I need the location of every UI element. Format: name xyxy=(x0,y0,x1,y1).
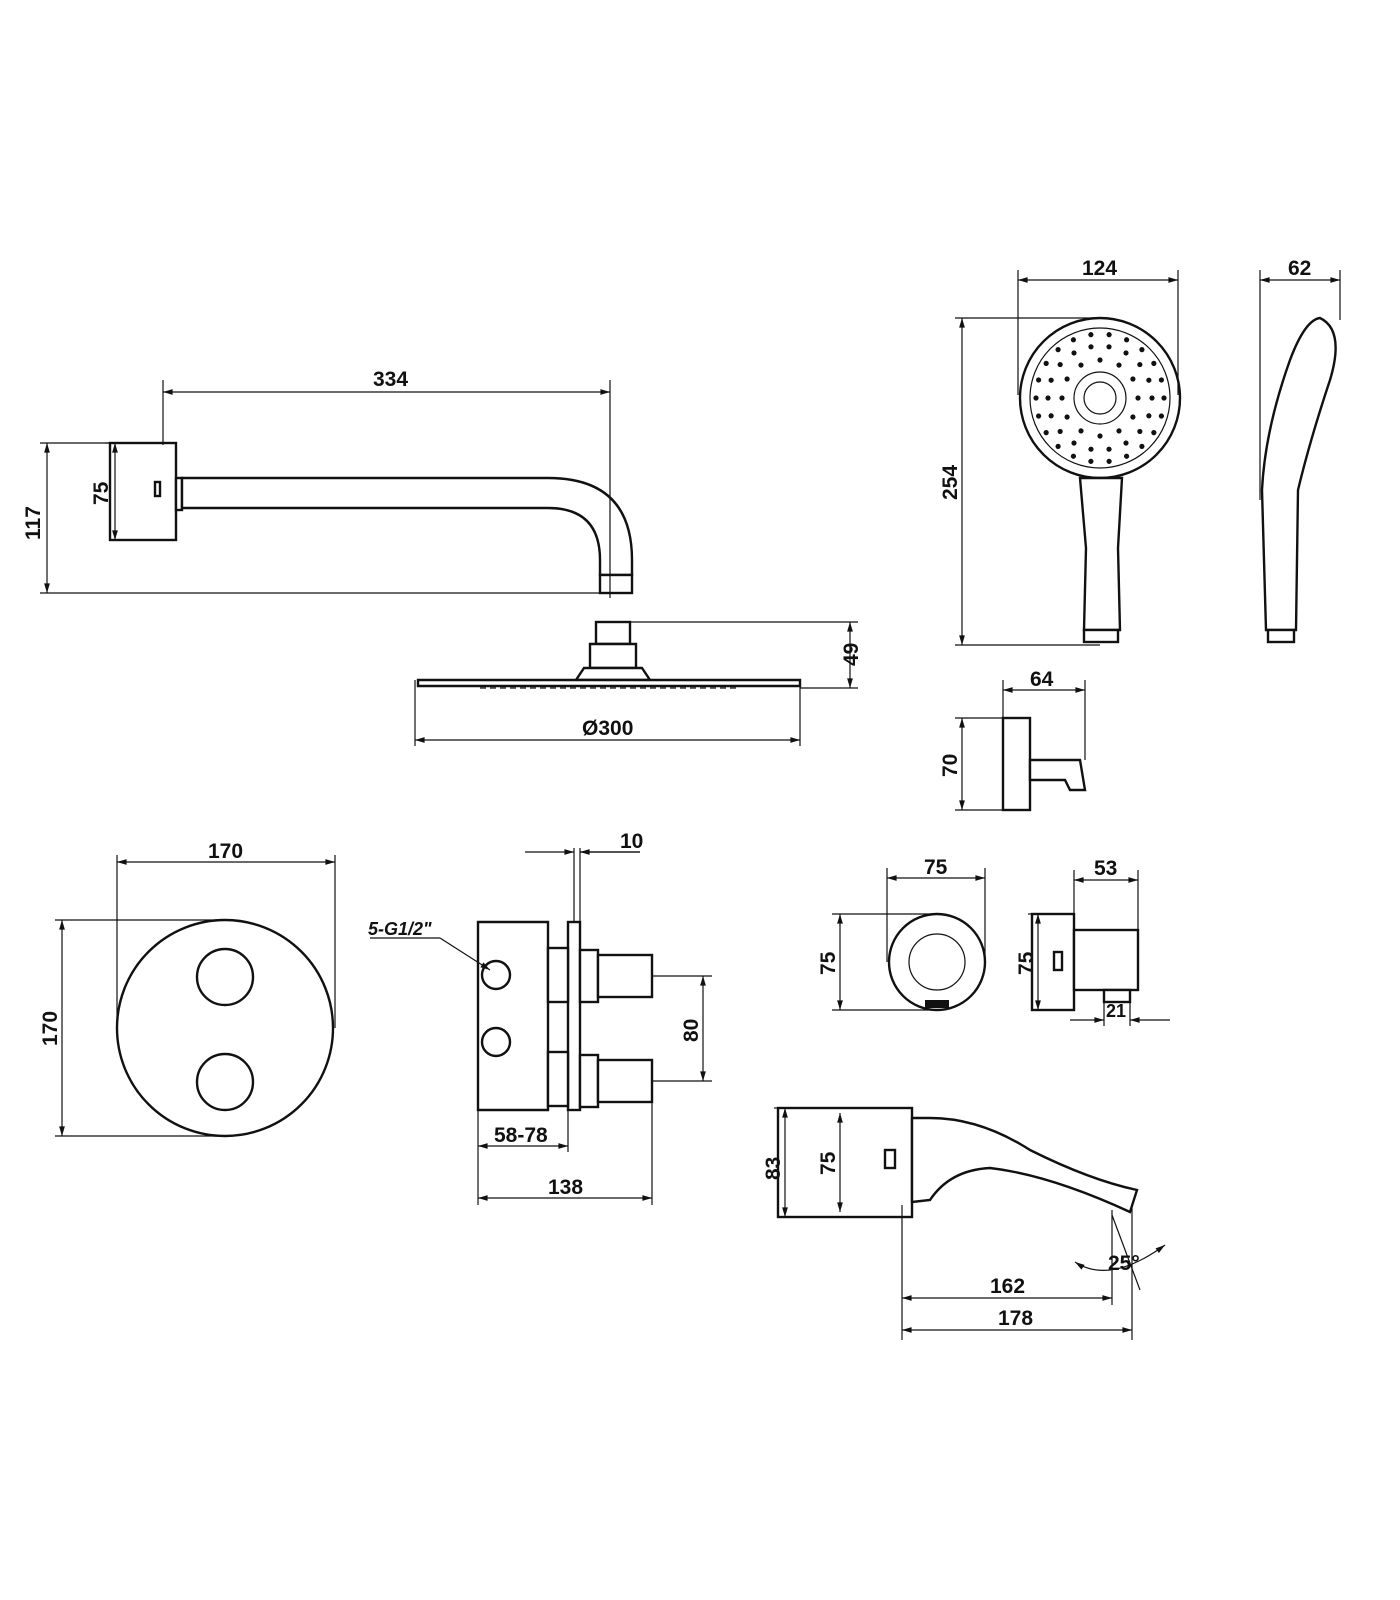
holder-view: 70 64 xyxy=(939,668,1087,812)
nozzle-dot xyxy=(1055,347,1061,353)
nozzle-dot xyxy=(1078,362,1084,368)
valve-body-view: 10 5-G1/2" 80 58-78 138 xyxy=(368,830,712,1205)
nozzle-dot xyxy=(1106,446,1112,452)
nozzle-dot xyxy=(1137,361,1143,368)
nozzle-dot xyxy=(1106,332,1112,338)
arm-tube xyxy=(180,476,634,577)
nozzle-dot xyxy=(1161,395,1167,401)
nozzle-dot xyxy=(1035,413,1042,419)
dim-hand-shower-width: 124 xyxy=(1082,257,1117,280)
nozzle-dot xyxy=(1123,350,1129,356)
nozzle-dot xyxy=(1146,413,1152,419)
nozzle-dot xyxy=(1149,395,1155,401)
nozzle-dot xyxy=(1048,377,1054,383)
nozzle-dot xyxy=(1151,430,1157,436)
dim-holder-width: 64 xyxy=(1030,668,1054,691)
label-connections: 5-G1/2" xyxy=(368,919,432,939)
nozzle-dot xyxy=(1139,347,1145,353)
dim-valve-total-depth: 138 xyxy=(548,1176,583,1199)
hand-shower-front-view: 124 254 xyxy=(939,257,1182,646)
dim-spout-flange-height: 75 xyxy=(817,1151,840,1175)
shower-arm-view: 334 75 117 xyxy=(22,368,634,598)
wall-flange xyxy=(108,441,178,542)
nozzle-dot xyxy=(1055,443,1061,449)
nozzle-dot xyxy=(1123,453,1130,459)
dim-head-diameter: Ø300 xyxy=(582,717,633,740)
nozzle-dot xyxy=(1070,337,1077,343)
dim-head-height: 49 xyxy=(840,643,863,666)
nozzle-dot xyxy=(1071,440,1077,446)
nozzle-dot xyxy=(1116,362,1122,368)
wall-elbow-side-view: 53 75 21 xyxy=(1015,857,1170,1026)
dim-hand-shower-length: 254 xyxy=(939,465,962,500)
nozzle-dot xyxy=(1097,433,1103,439)
shower-head-view: 49 Ø300 xyxy=(414,620,863,746)
nozzle-dot xyxy=(1088,332,1094,338)
nozzle-dot xyxy=(1059,395,1065,401)
dim-holder-height: 70 xyxy=(939,754,962,777)
bath-spout-view: 83 75 162 178 25° xyxy=(762,1106,1166,1340)
nozzle-dot xyxy=(1135,395,1141,401)
dim-outlet-spacing: 80 xyxy=(680,1019,703,1042)
nozzle-dot xyxy=(1130,376,1136,382)
nozzle-dot xyxy=(1033,395,1039,401)
nozzle-dot xyxy=(1097,357,1103,363)
dim-elbow-outlet: 21 xyxy=(1106,1001,1126,1021)
nozzle-dot xyxy=(1043,430,1049,436)
dim-arm-total-height: 117 xyxy=(22,506,45,540)
nozzle-dot xyxy=(1106,344,1112,350)
nozzle-dot xyxy=(1057,361,1063,368)
dim-spout-total-height: 83 xyxy=(762,1157,785,1180)
nozzle-dot xyxy=(1139,443,1145,449)
nozzle-dot xyxy=(1116,428,1122,434)
wall-elbow-front-view: 75 75 xyxy=(817,856,987,1012)
nozzle-dot xyxy=(1045,395,1051,401)
nozzle-dot xyxy=(1151,360,1157,366)
dim-elbow-depth: 53 xyxy=(1094,857,1117,880)
nozzle-dot xyxy=(1123,440,1129,446)
nozzle-dot xyxy=(1088,344,1094,350)
nozzle-dot xyxy=(1064,414,1070,420)
thermostat-plate-view: 170 170 xyxy=(39,840,336,1138)
spray-nozzles xyxy=(1033,332,1167,464)
nozzle-dot xyxy=(1048,413,1054,419)
nozzle-dot xyxy=(1071,350,1077,356)
dim-spout-projection: 162 xyxy=(990,1275,1025,1298)
nozzle-dot xyxy=(1158,377,1165,383)
nozzle-dot xyxy=(1035,377,1042,383)
nozzle-dot xyxy=(1088,458,1094,464)
nozzle-dot xyxy=(1057,428,1063,435)
dim-hand-shower-depth: 62 xyxy=(1288,257,1311,280)
nozzle-dot xyxy=(1064,376,1070,382)
nozzle-dot xyxy=(1070,453,1077,459)
nozzle-dot xyxy=(1078,428,1084,434)
dim-spout-total-length: 178 xyxy=(998,1307,1033,1330)
nozzle-dot xyxy=(1130,414,1136,420)
dim-elbow-side-height: 75 xyxy=(1015,951,1038,975)
hand-shower-side-view: 62 xyxy=(1259,257,1341,644)
dim-install-depth: 58-78 xyxy=(494,1124,548,1147)
dim-elbow-height: 75 xyxy=(817,951,840,975)
nozzle-dot xyxy=(1137,428,1143,435)
dim-plate-height: 170 xyxy=(39,1011,62,1046)
dim-flange-height: 75 xyxy=(90,481,113,505)
nozzle-dot xyxy=(1146,377,1152,383)
nozzle-dot xyxy=(1158,413,1165,419)
dim-spout-angle: 25° xyxy=(1108,1252,1140,1275)
nozzle-dot xyxy=(1043,360,1049,366)
nozzle-dot xyxy=(1123,337,1130,343)
dim-arm-length: 334 xyxy=(373,368,408,391)
dim-plate-width: 170 xyxy=(208,840,243,863)
nozzle-dot xyxy=(1088,446,1094,452)
dim-plate-thickness: 10 xyxy=(620,830,643,853)
nozzle-dot xyxy=(1106,458,1112,464)
dim-elbow-width: 75 xyxy=(924,856,948,879)
